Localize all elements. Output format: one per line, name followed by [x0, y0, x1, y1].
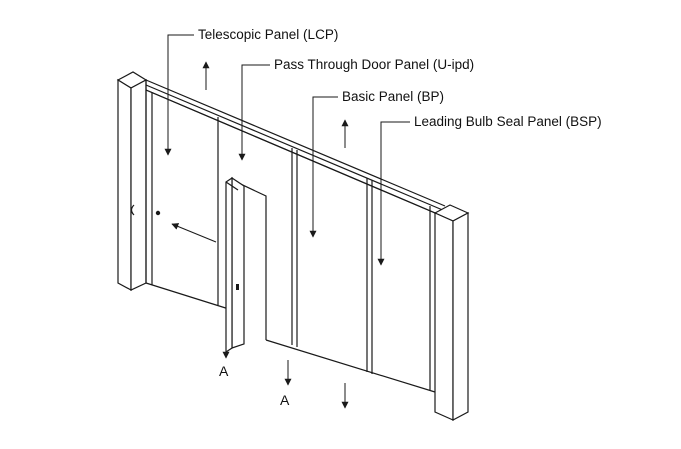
left-end-post: [116, 71, 148, 292]
panel-latch-dot: [155, 210, 161, 216]
section-marker-right: A: [280, 392, 290, 408]
label-pass-through-door-panel: Pass Through Door Panel (U-ipd): [274, 57, 474, 72]
door-leaf: [225, 176, 245, 354]
door-handle: [236, 284, 239, 290]
right-end-post: [433, 204, 470, 421]
section-marker-left: A: [219, 363, 229, 379]
label-basic-panel: Basic Panel (BP): [342, 89, 444, 104]
slide-arrow: [171, 223, 217, 243]
wall-panels: [145, 89, 436, 393]
leader-telescopic-arrow: [164, 34, 194, 156]
label-leading-bulb-seal-panel: Leading Bulb Seal Panel (BSP): [414, 114, 602, 129]
label-telescopic-panel: Telescopic Panel (LCP): [198, 27, 338, 42]
leader-basic-arrow: [309, 96, 338, 238]
movement-arrows: [171, 61, 349, 409]
leader-door-arrow: [238, 64, 270, 161]
leader-lines: [164, 34, 410, 266]
leader-bsp-arrow: [377, 121, 410, 266]
